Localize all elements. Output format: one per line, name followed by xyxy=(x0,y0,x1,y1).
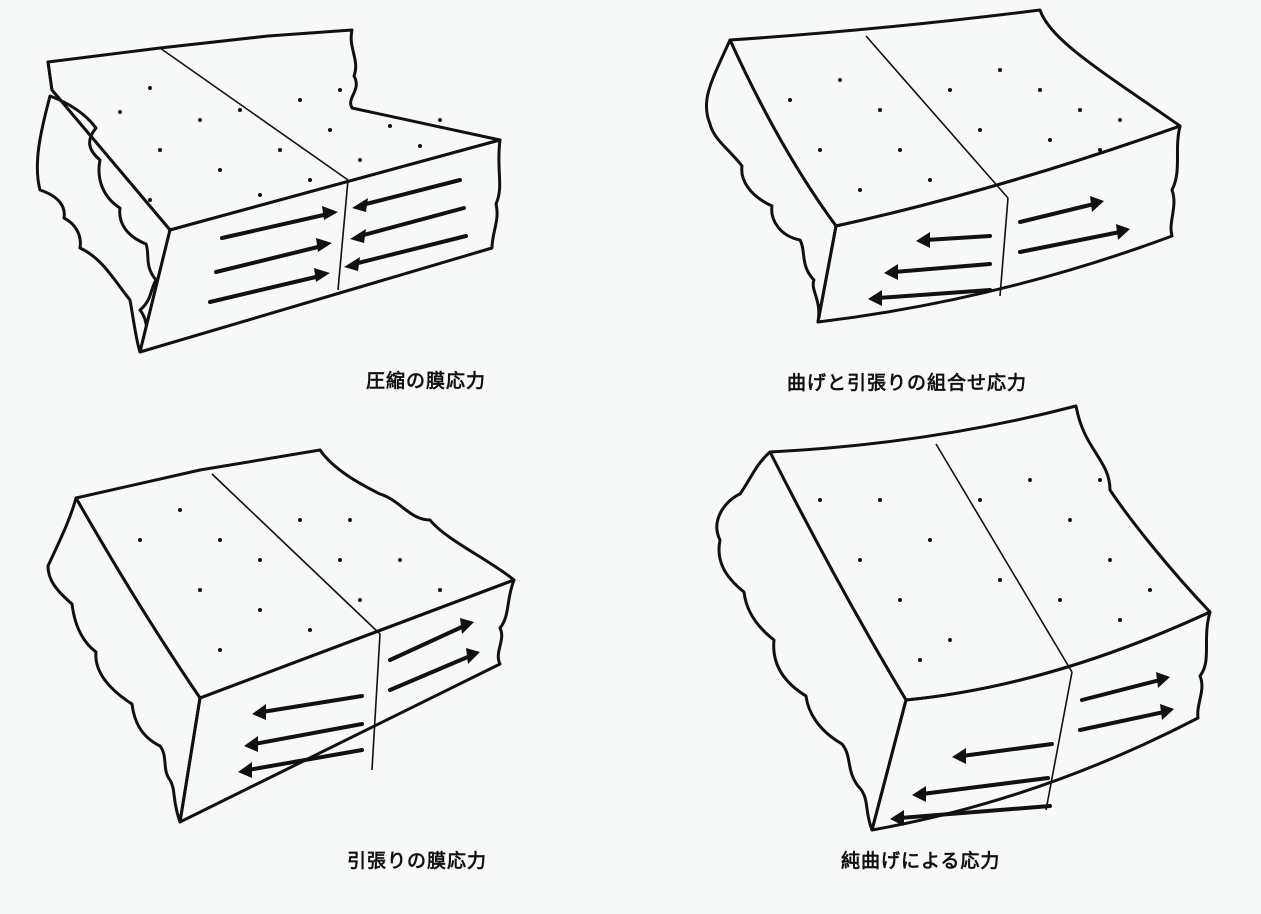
caption-tension: 引張りの膜応力 xyxy=(347,846,487,873)
block-pure-bending xyxy=(717,406,1210,830)
block-bending-tension xyxy=(706,10,1180,322)
block-tension xyxy=(48,450,514,822)
block-compression xyxy=(37,30,500,352)
caption-bending-tension: 曲げと引張りの組合せ応力 xyxy=(787,368,1027,395)
caption-pure-bending: 純曲げによる応力 xyxy=(841,846,1000,873)
caption-compression: 圧縮の膜応力 xyxy=(366,366,486,393)
block-tension-front-midline xyxy=(372,634,380,770)
block-pure-bending-front-midline xyxy=(1046,672,1072,810)
block-bending-tension-front-midline xyxy=(1000,198,1008,296)
